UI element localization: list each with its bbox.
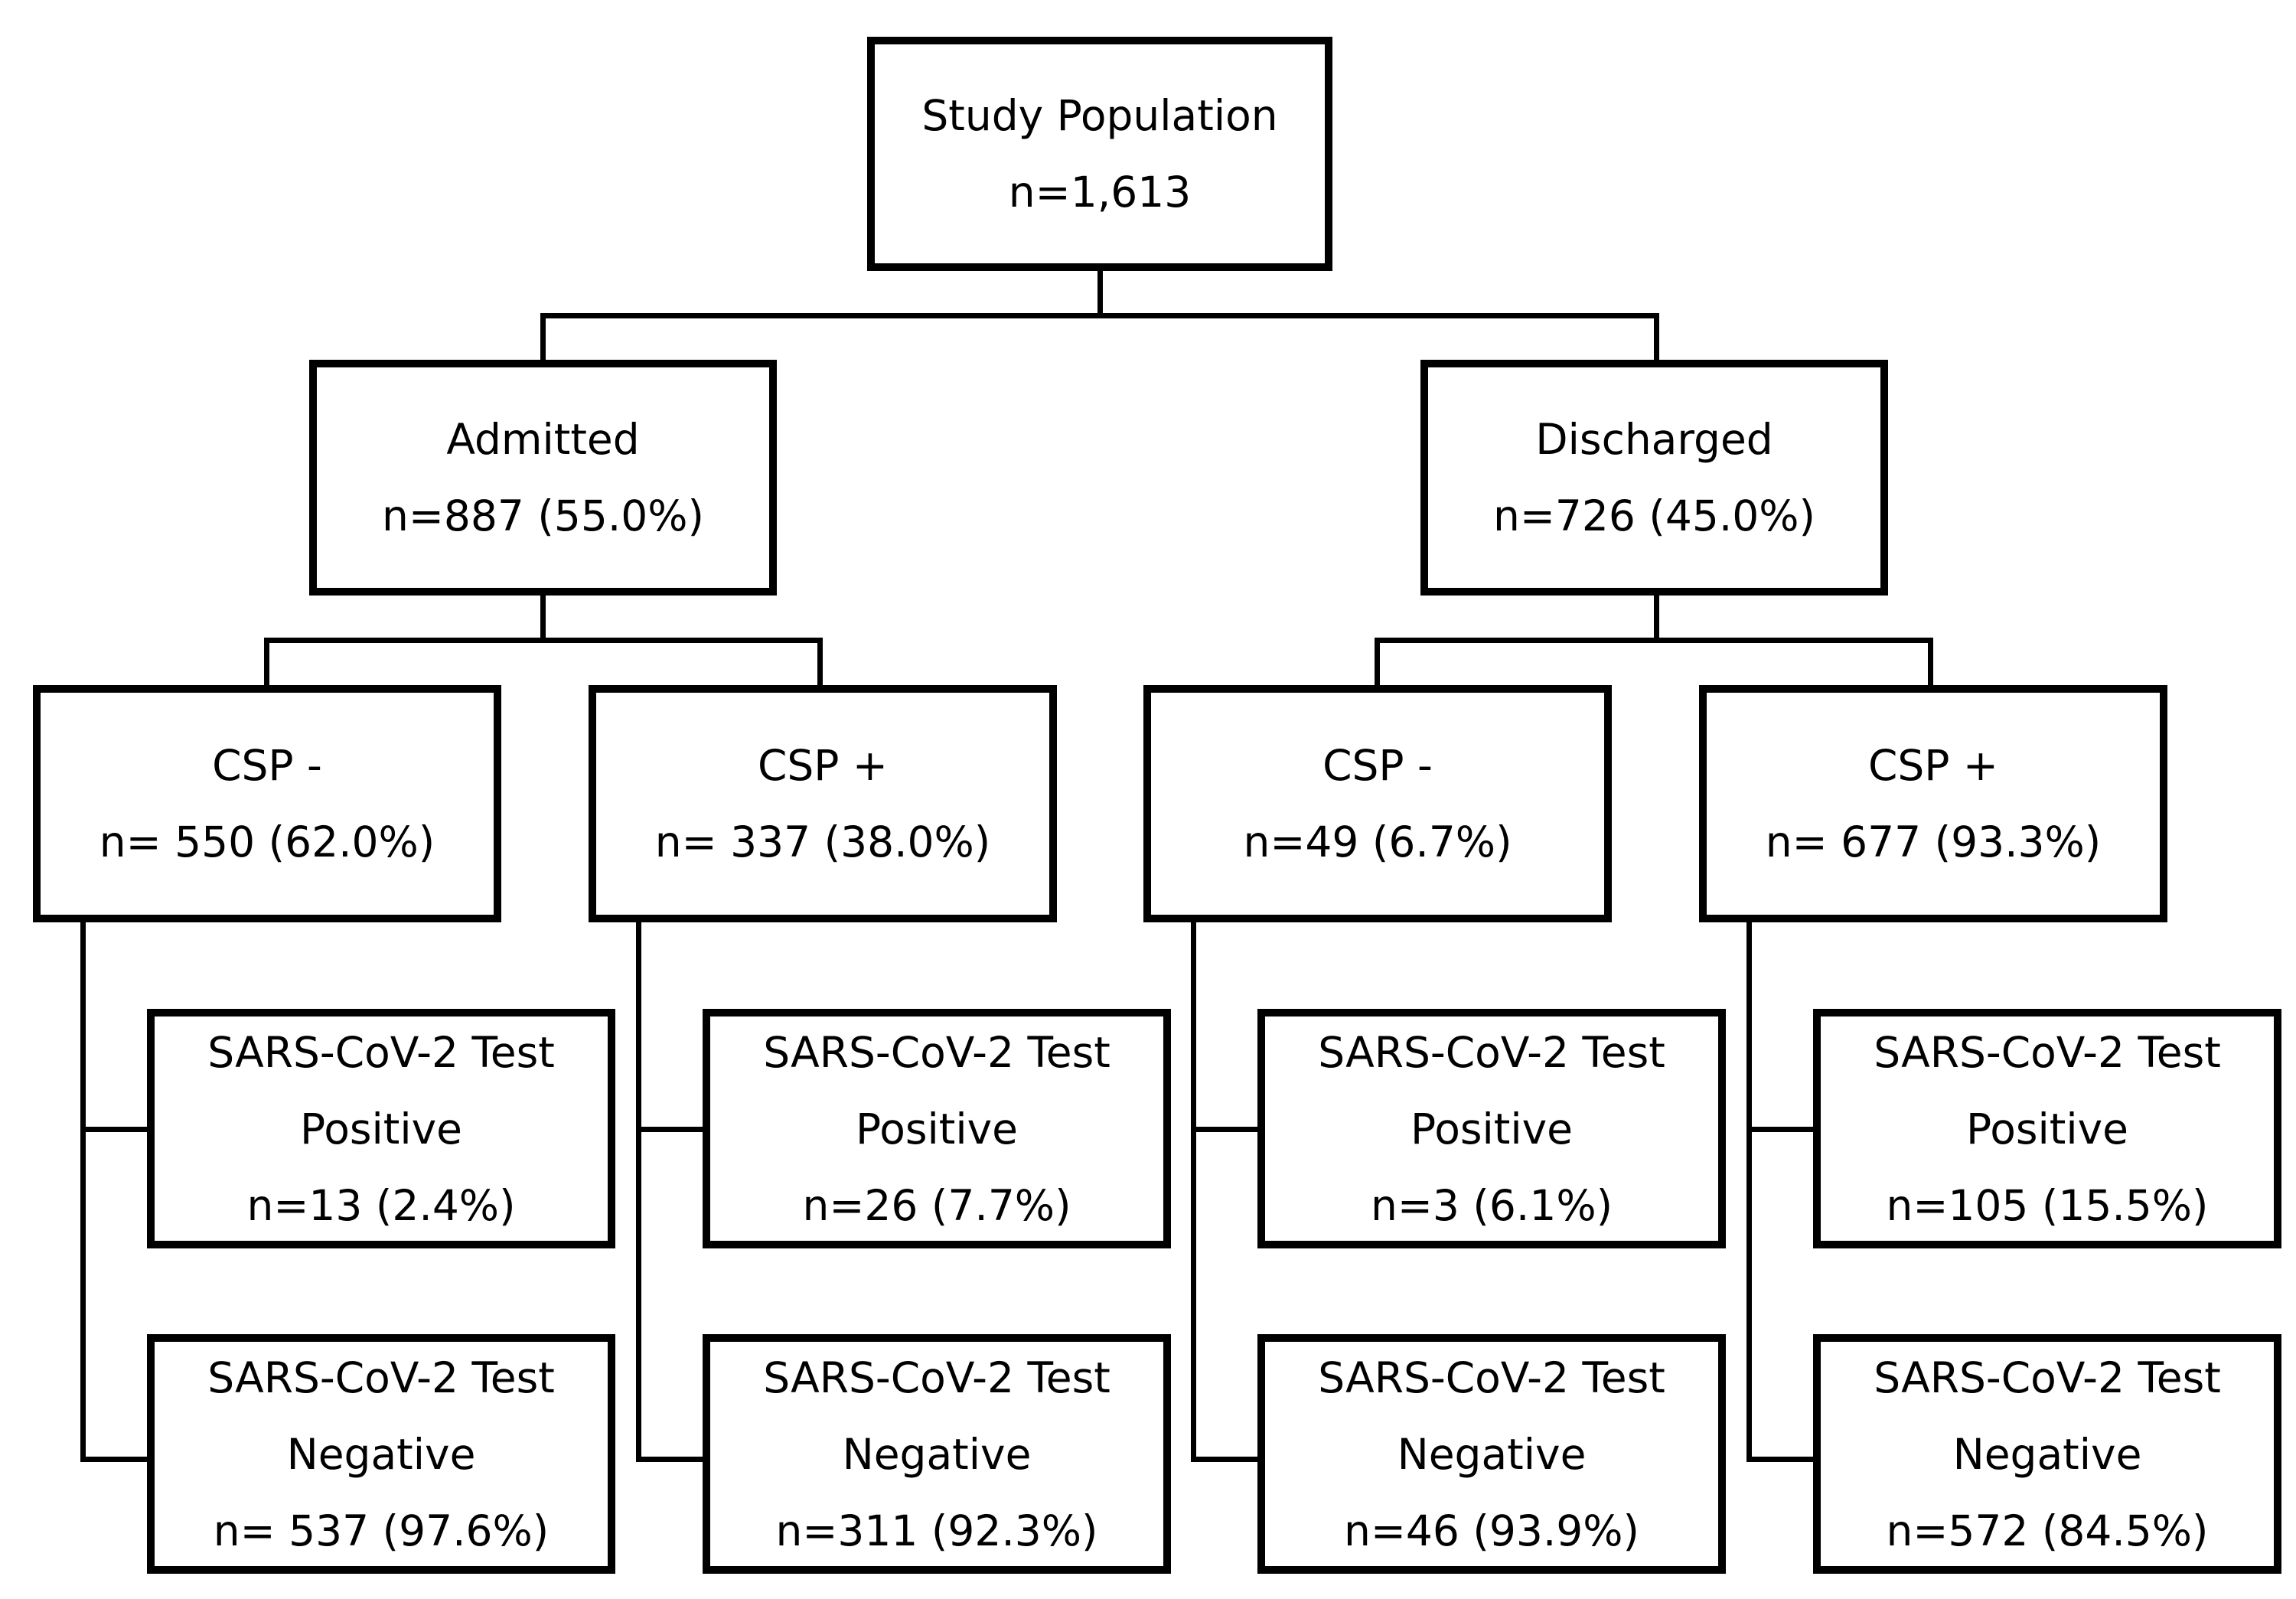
admitted-csp-positive-test-positive-box: SARS-CoV-2 Test Positive n=26 (7.7%) [703,1009,1171,1248]
connector [80,922,86,1462]
connector [1654,596,1659,640]
discharged-csp-positive-test-positive-box: SARS-CoV-2 Test Positive n=105 (15.5%) [1813,1009,2281,1248]
box-count: n= 537 (97.6%) [213,1506,550,1555]
box-count: n=572 (84.5%) [1886,1506,2209,1555]
discharged-csp-positive-test-negative-box: SARS-CoV-2 Test Negative n=572 (84.5%) [1813,1334,2281,1574]
box-title: CSP + [757,741,889,790]
box-count: n= 550 (62.0%) [99,817,435,866]
box-result: Negative [1952,1429,2142,1479]
box-result: Positive [855,1104,1019,1154]
box-title: Discharged [1535,415,1773,464]
box-title: SARS-CoV-2 Test [1874,1353,2221,1402]
admitted-csp-negative-test-positive-box: SARS-CoV-2 Test Positive n=13 (2.4%) [147,1009,615,1248]
connector [1375,638,1380,685]
connector [817,638,823,685]
discharged-csp-negative-test-negative-box: SARS-CoV-2 Test Negative n=46 (93.9%) [1257,1334,1726,1574]
box-result: Negative [286,1429,476,1479]
box-result: Negative [842,1429,1032,1479]
admitted-csp-positive-test-negative-box: SARS-CoV-2 Test Negative n=311 (92.3%) [703,1334,1171,1574]
connector [540,313,546,360]
connector [540,596,546,640]
connector [540,313,1659,318]
box-count: n=105 (15.5%) [1886,1180,2209,1230]
connector [80,1457,149,1462]
box-count: n=726 (45.0%) [1492,491,1816,540]
box-count: n=46 (93.9%) [1343,1506,1640,1555]
box-count: n=887 (55.0%) [381,491,705,540]
connector [636,1127,705,1132]
box-title: SARS-CoV-2 Test [763,1027,1110,1077]
box-title: SARS-CoV-2 Test [1874,1027,2221,1077]
connector [1746,1457,1815,1462]
box-count: n=3 (6.1%) [1370,1180,1613,1230]
connector [264,638,269,685]
discharged-csp-negative-test-positive-box: SARS-CoV-2 Test Positive n=3 (6.1%) [1257,1009,1726,1248]
box-title: SARS-CoV-2 Test [207,1027,555,1077]
connector [1097,271,1103,315]
study-population-box: Study Population n=1,613 [867,37,1332,271]
connector [1654,313,1659,360]
discharged-csp-negative-box: CSP - n=49 (6.7%) [1143,685,1612,922]
box-title: SARS-CoV-2 Test [1318,1027,1665,1077]
connector [1746,922,1752,1462]
box-result: Negative [1397,1429,1587,1479]
connector [636,1457,705,1462]
box-count: n=13 (2.4%) [246,1180,516,1230]
box-result: Positive [299,1104,463,1154]
box-title: CSP - [1322,741,1433,790]
box-title: SARS-CoV-2 Test [1318,1353,1665,1402]
box-result: Positive [1410,1104,1574,1154]
box-count: n= 677 (93.3%) [1765,817,2102,866]
connector [1191,922,1196,1462]
connector [1928,638,1933,685]
connector [1191,1127,1260,1132]
discharged-box: Discharged n=726 (45.0%) [1420,360,1888,596]
connector [264,638,823,643]
connector [1375,638,1933,643]
box-title: CSP + [1867,741,1999,790]
box-title: SARS-CoV-2 Test [763,1353,1110,1402]
connector [1191,1457,1260,1462]
box-title: Admitted [446,415,640,464]
box-count: n= 337 (38.0%) [654,817,991,866]
box-title: CSP - [212,741,322,790]
box-count: n=49 (6.7%) [1243,817,1512,866]
admitted-box: Admitted n=887 (55.0%) [309,360,777,596]
connector [80,1127,149,1132]
box-title: SARS-CoV-2 Test [207,1353,555,1402]
box-result: Positive [1965,1104,2129,1154]
box-count: n=1,613 [1008,168,1192,217]
admitted-csp-negative-test-negative-box: SARS-CoV-2 Test Negative n= 537 (97.6%) [147,1334,615,1574]
admitted-csp-negative-box: CSP - n= 550 (62.0%) [33,685,501,922]
box-count: n=311 (92.3%) [775,1506,1098,1555]
box-count: n=26 (7.7%) [802,1180,1071,1230]
connector [1746,1127,1815,1132]
box-title: Study Population [921,91,1278,140]
discharged-csp-positive-box: CSP + n= 677 (93.3%) [1699,685,2167,922]
connector [636,922,641,1462]
admitted-csp-positive-box: CSP + n= 337 (38.0%) [589,685,1057,922]
